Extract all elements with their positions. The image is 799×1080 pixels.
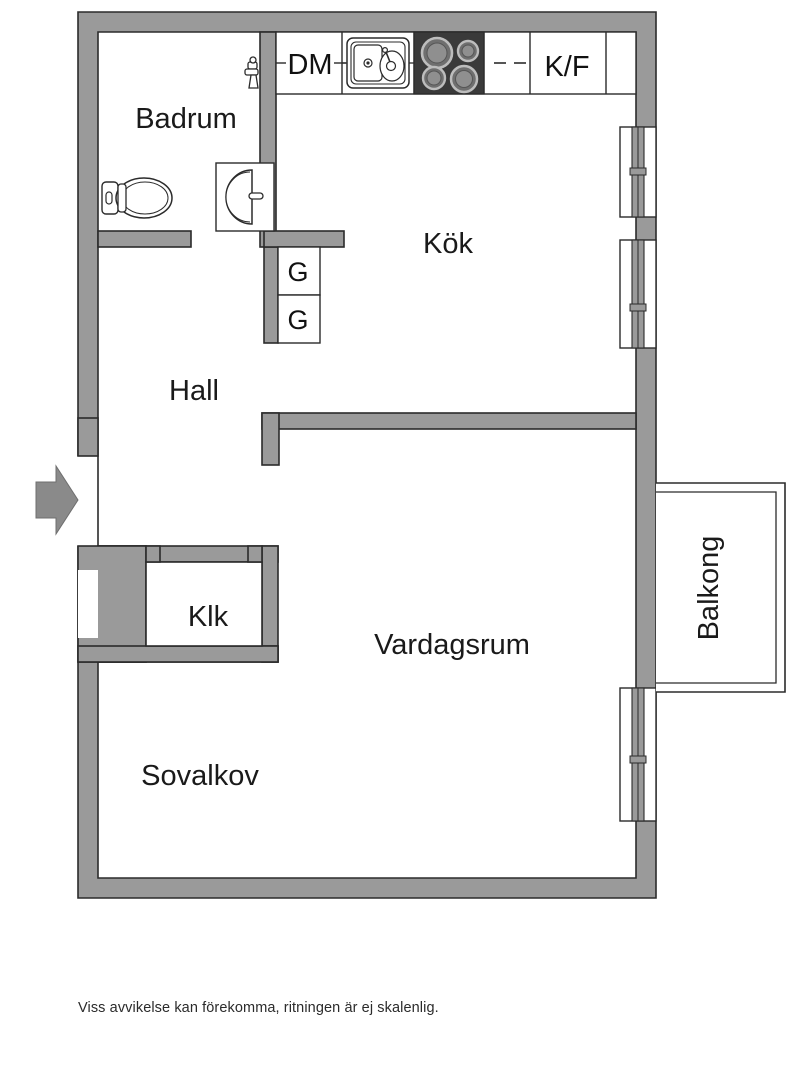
- disclaimer-text: Viss avvikelse kan förekomma, ritningen …: [78, 1000, 439, 1016]
- klk-east-wall: [261, 545, 279, 663]
- hall-livingroom-divider: [261, 412, 637, 430]
- kitchen-window-2: [619, 239, 657, 349]
- wardrobe-cabinets: [277, 246, 321, 344]
- room-label-badrum: Badrum: [135, 103, 237, 135]
- room-label-hall: Hall: [169, 375, 219, 407]
- bathroom-south-wall: [97, 230, 192, 248]
- room-label-sovalkov: Sovalkov: [141, 760, 259, 792]
- kitchen-counter-run: [275, 31, 637, 95]
- hall-left-wall-nib-upper: [77, 417, 99, 457]
- klk-doorway-nib-east: [247, 545, 263, 563]
- room-label-kok: Kök: [423, 228, 473, 260]
- washbasin-icon: [215, 162, 275, 232]
- cabinet-labels: G G: [287, 257, 308, 335]
- kitchen-window-1: [619, 126, 657, 218]
- balcony-door: [619, 687, 657, 822]
- cabinet-label-wardrobe-upper: G: [287, 257, 308, 287]
- room-label-balkong: Balkong: [693, 536, 725, 641]
- toilet-icon: [101, 177, 173, 219]
- entrance-door-opening: [77, 456, 99, 546]
- sovalkov-north-wall: [77, 645, 279, 663]
- walls-group: [77, 11, 657, 899]
- hall-wall-notch-inner: [78, 570, 98, 638]
- entrance-arrow: [35, 464, 79, 536]
- stove-cooktop-icon: [413, 31, 485, 95]
- appliance-label-dishwasher: DM: [287, 49, 332, 81]
- shower-mixer-icon: [244, 56, 259, 89]
- wardrobe-west-wall: [263, 246, 279, 344]
- room-label-klk: Klk: [188, 601, 229, 633]
- wardrobe-lower-box: [277, 294, 321, 344]
- room-labels: Badrum Kök Hall Klk Vardagsrum Sovalkov …: [135, 103, 725, 792]
- klk-doorway-nib-west: [145, 545, 161, 563]
- kitchen-sink-icon: [342, 37, 414, 89]
- bathroom-fixtures: [101, 56, 275, 232]
- balcony-outline: [656, 482, 786, 693]
- wardrobe-head-wall: [263, 230, 345, 248]
- appliance-labels: DM K/F: [287, 49, 589, 83]
- klk-interior-floor: [145, 561, 263, 647]
- room-label-vardagsrum: Vardagsrum: [374, 629, 530, 661]
- cabinet-label-wardrobe-lower: G: [287, 305, 308, 335]
- appliance-label-fridge-freezer: K/F: [544, 51, 589, 83]
- hall-livingroom-divider-stub: [261, 412, 280, 466]
- windows-group: [619, 126, 657, 822]
